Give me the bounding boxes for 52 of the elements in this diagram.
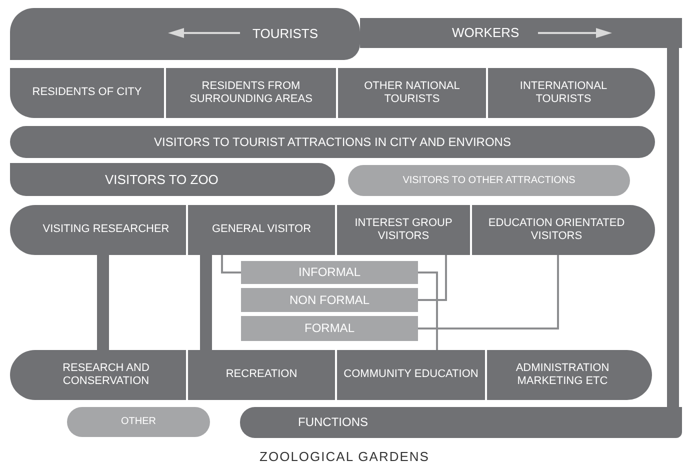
category-band <box>360 18 682 48</box>
node-label: NON FORMAL <box>289 292 370 308</box>
node-label: FUNCTIONS <box>298 415 368 430</box>
node-label: INFORMAL <box>298 265 360 280</box>
category-band <box>188 205 335 255</box>
connector-line <box>418 255 559 330</box>
category-band <box>338 68 486 118</box>
node-label: INTERNATIONAL TOURISTS <box>518 80 608 106</box>
node-label: ADMINISTRATION MARKETING ETC <box>514 362 610 388</box>
connector-line <box>418 255 447 301</box>
category-band <box>10 68 164 118</box>
category-pill <box>67 407 210 437</box>
node-label: TOURISTS <box>252 26 318 42</box>
node-label: WORKERS <box>452 25 520 41</box>
category-band <box>337 205 470 255</box>
node-label: GENERAL VISITOR <box>212 223 312 237</box>
category-band <box>10 8 360 60</box>
category-band <box>487 350 652 400</box>
node-label: COMMUNITY EDUCATION <box>344 368 478 382</box>
connector-bar <box>200 255 212 350</box>
category-band <box>472 205 655 255</box>
node-label: FORMAL <box>304 321 354 336</box>
node-label: VISITING RESEARCHER <box>42 223 170 237</box>
category-pill <box>241 261 418 284</box>
category-band <box>10 126 655 158</box>
category-band <box>10 205 186 255</box>
category-pill <box>348 165 630 196</box>
node-label: VISITORS TO OTHER ATTRACTIONS <box>402 174 576 186</box>
node-label: EDUCATION ORIENTATED VISITORS <box>487 216 626 244</box>
category-band <box>240 407 682 438</box>
category-band <box>10 350 186 400</box>
node-label: RESIDENTS FROM SURROUNDING AREAS <box>188 80 314 106</box>
category-band <box>166 68 336 118</box>
node-label: OTHER <box>121 416 156 428</box>
node-label: RESEARCH AND CONSERVATION <box>62 362 150 388</box>
category-band <box>188 350 335 400</box>
node-label: RESIDENTS OF CITY <box>32 86 142 100</box>
node-label: VISITORS TO ZOO <box>105 172 218 188</box>
connector-bar <box>97 255 109 350</box>
caption: ZOOLOGICAL GARDENS <box>260 449 430 464</box>
category-pill <box>241 316 418 341</box>
connector-bar <box>667 48 679 407</box>
category-pill <box>241 288 418 312</box>
node-label: RECREATION <box>226 368 298 382</box>
category-band <box>10 163 335 196</box>
node-label: OTHER NATIONAL TOURISTS <box>363 80 461 106</box>
category-band <box>337 350 485 400</box>
node-label: VISITORS TO TOURIST ATTRACTIONS IN CITY AND ENVIRONS <box>154 134 511 150</box>
connector-line <box>221 255 241 274</box>
category-band <box>488 68 655 118</box>
node-label: INTEREST GROUP VISITORS <box>354 216 454 244</box>
connector-line <box>418 272 438 350</box>
